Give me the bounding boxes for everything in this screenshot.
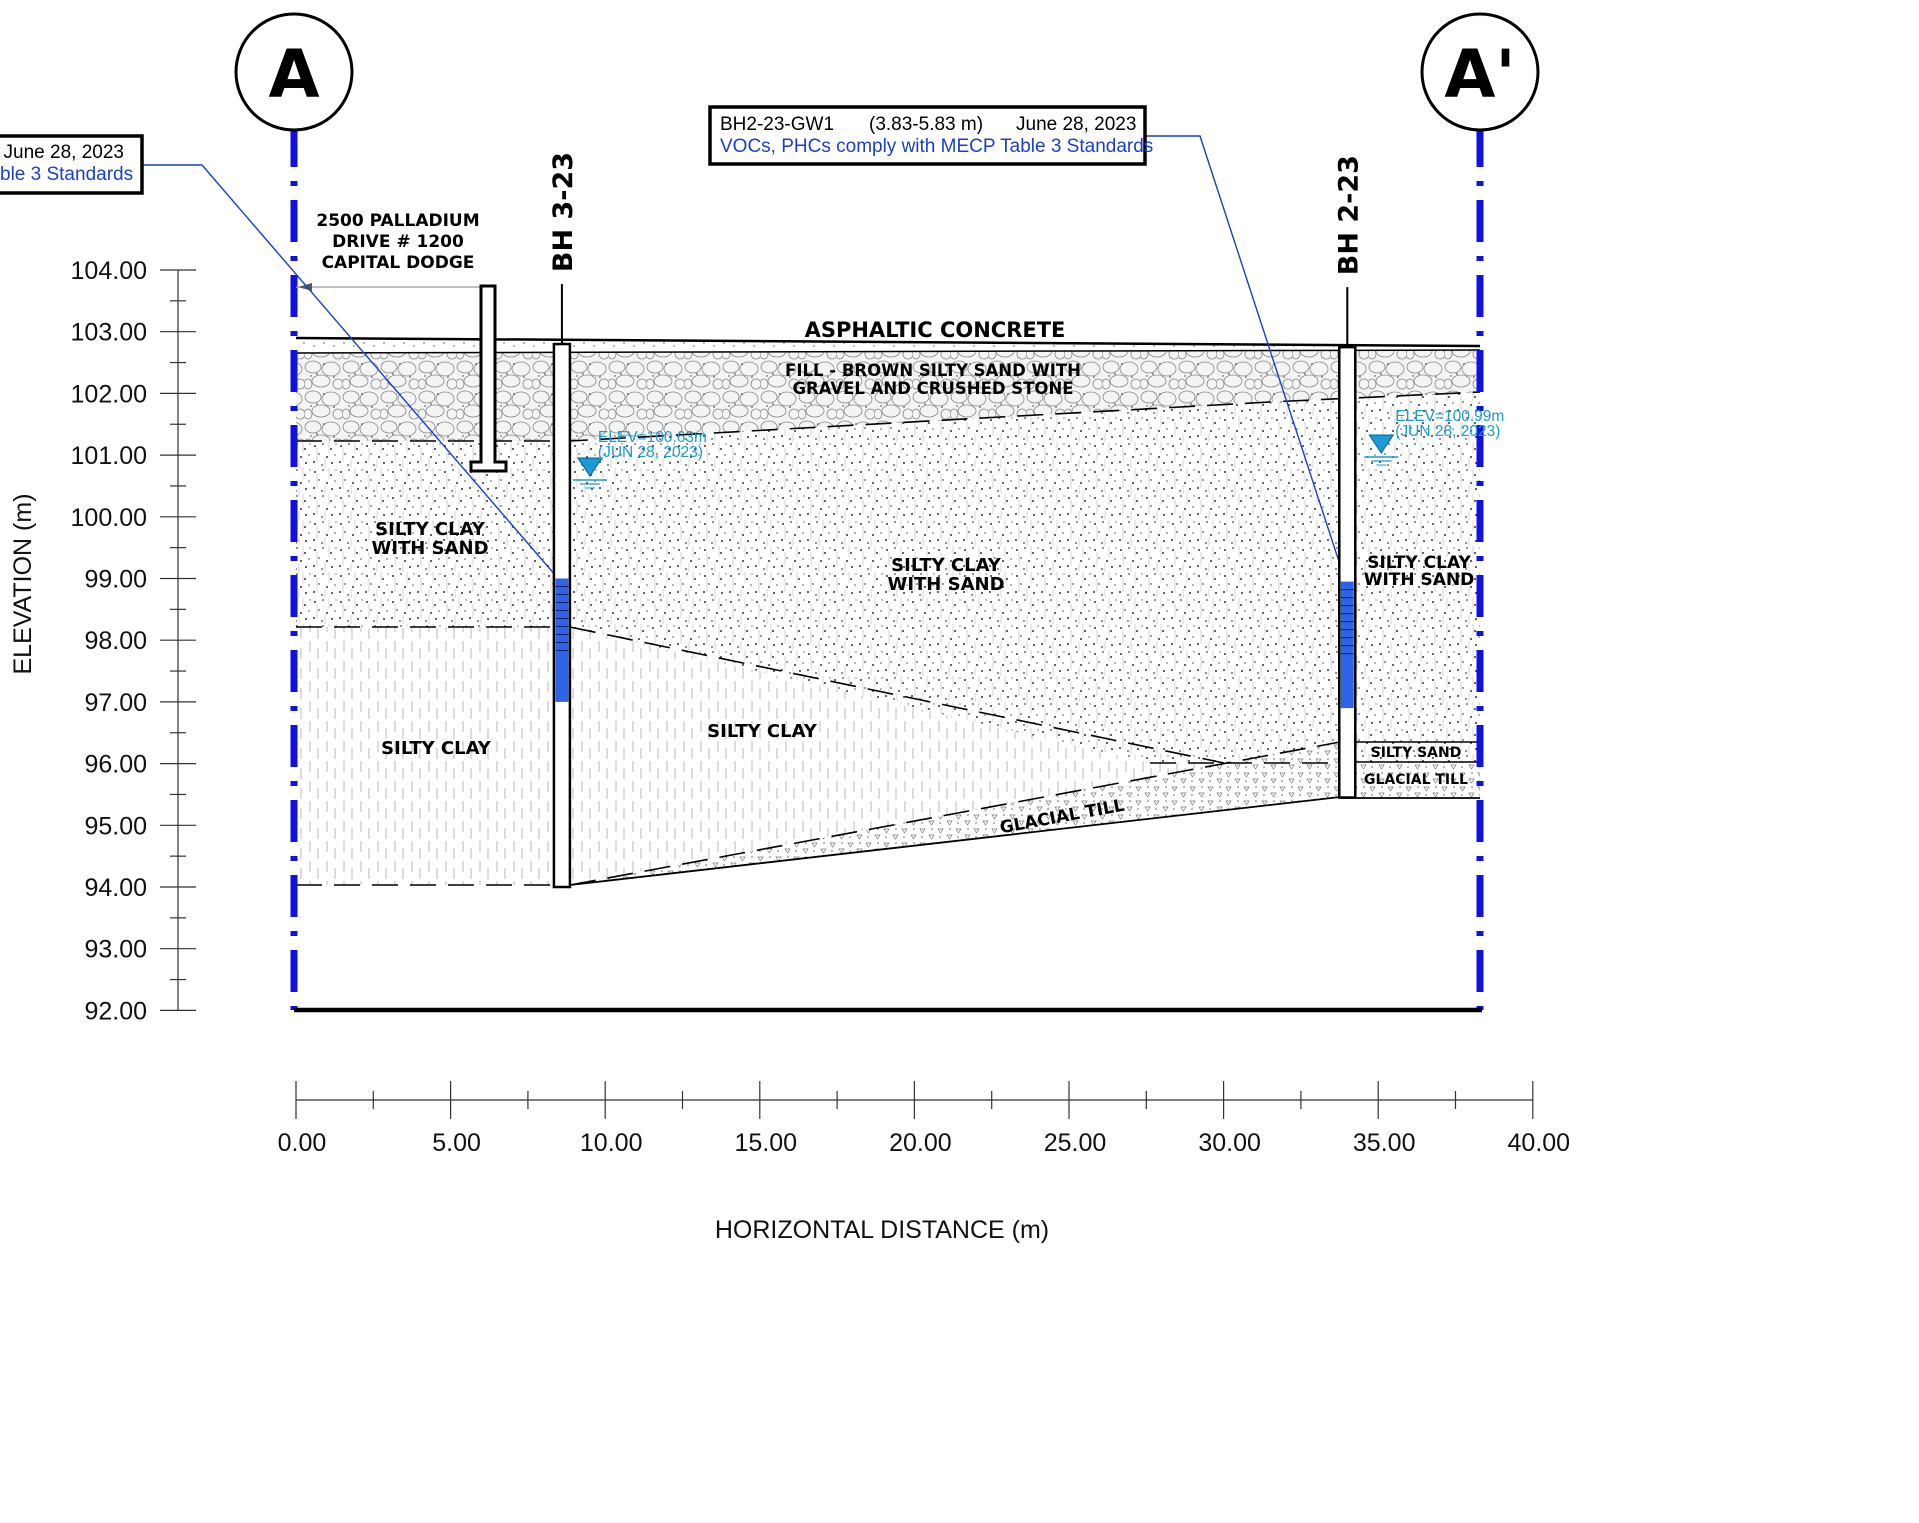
layer-fill xyxy=(296,348,1480,441)
callout-right-result: VOCs, PHCs comply with MECP Table 3 Stan… xyxy=(720,136,1153,157)
label-fill-line2: GRAVEL AND CRUSHED STONE xyxy=(792,379,1073,398)
callout-right-sample: BH2-23-GW1 xyxy=(720,114,834,135)
callout-left-result: ble 3 Standards xyxy=(0,164,133,185)
well-screen xyxy=(555,578,569,702)
label-silty-clay-with-sand-b-1: SILTY CLAY xyxy=(891,555,1002,576)
section-marker-a: A xyxy=(234,12,354,132)
label-silty-clay-with-sand-a-2: WITH SAND xyxy=(371,538,488,559)
y-tick-label: 104.00 xyxy=(71,257,147,285)
layer-glacial-till-right xyxy=(1340,762,1480,798)
layer-boundaries xyxy=(295,336,1481,886)
y-axis: 104.00 103.00 102.00 101.00 100.00 99.00 98.00… xyxy=(71,257,196,1025)
y-tick-label: 101.00 xyxy=(71,442,147,470)
leader-line-left xyxy=(143,164,557,577)
y-tick-label: 93.00 xyxy=(84,936,147,964)
y-tick-label: 102.00 xyxy=(71,380,147,408)
y-axis-label: ELEVATION (m) xyxy=(9,493,37,674)
y-tick-label: 96.00 xyxy=(84,751,147,779)
x-tick-label: 40.00 xyxy=(1508,1129,1571,1157)
callout-left: June 28, 2023 ble 3 Standards xyxy=(0,134,144,195)
label-silty-clay-with-sand-c-2: WITH SAND xyxy=(1364,570,1475,590)
well-screen xyxy=(1340,581,1354,709)
y-tick-label: 103.00 xyxy=(71,319,147,347)
label-silty-clay-with-sand-b-2: WITH SAND xyxy=(887,574,1004,595)
water-level-icon xyxy=(1368,434,1395,454)
layer-silty-sand-right xyxy=(1340,742,1480,762)
water-level-icon xyxy=(576,457,603,477)
callout-left-date: June 28, 2023 xyxy=(4,142,124,163)
marker-a-label: A xyxy=(268,36,319,113)
x-tick-label: 5.00 xyxy=(432,1129,481,1157)
callout-right-date: June 28, 2023 xyxy=(1016,114,1136,135)
building-label-line1: 2500 PALLADIUM xyxy=(316,211,479,231)
water-level-date: (JUN 28, 2023) xyxy=(1395,423,1500,440)
x-axis-label: HORIZONTAL DISTANCE (m) xyxy=(715,1216,1049,1244)
x-tick-label: 30.00 xyxy=(1198,1129,1261,1157)
label-fill-line1: FILL - BROWN SILTY SAND WITH xyxy=(785,361,1081,380)
water-level-date: (JUN 28, 2023) xyxy=(598,444,703,461)
label-glacial-till-b: GLACIAL TILL xyxy=(1364,772,1468,788)
x-tick-label: 15.00 xyxy=(735,1129,798,1157)
borehole-label: BH 2-23 xyxy=(1333,155,1364,275)
x-tick-label: 0.00 xyxy=(278,1129,327,1157)
y-tick-label: 100.00 xyxy=(71,504,147,532)
x-tick-label: 20.00 xyxy=(889,1129,952,1157)
water-level-elev: ELEV=100.99m xyxy=(1395,408,1504,425)
y-tick-label: 99.00 xyxy=(84,566,147,594)
label-silty-clay-with-sand-a-1: SILTY CLAY xyxy=(375,519,486,540)
label-silty-clay-a: SILTY CLAY xyxy=(381,738,492,759)
borehole-label: BH 3-23 xyxy=(548,152,579,272)
building-label-line2: DRIVE # 1200 xyxy=(332,232,464,252)
y-tick-label: 94.00 xyxy=(84,874,147,902)
y-tick-label: 98.00 xyxy=(84,627,147,655)
borehole-casing xyxy=(1338,345,1357,799)
x-axis: 0.00 5.00 10.00 15.00 20.00 25.00 30.00 35.00 40… xyxy=(278,1081,1570,1157)
x-tick-label: 10.00 xyxy=(580,1129,643,1157)
x-tick-label: 25.00 xyxy=(1044,1129,1107,1157)
y-tick-label: 92.00 xyxy=(84,997,147,1025)
label-silty-clay-with-sand-c-1: SILTY CLAY xyxy=(1367,553,1471,573)
section-marker-a-prime: A' xyxy=(1420,12,1540,132)
layer-silty-clay-with-sand xyxy=(296,392,1480,763)
marker-a-prime-label: A' xyxy=(1444,36,1515,113)
y-tick-label: 95.00 xyxy=(84,812,147,840)
layer-silty-clay xyxy=(296,627,1224,885)
callout-right-depth: (3.83-5.83 m) xyxy=(869,114,983,135)
label-asphaltic-concrete: ASPHALTIC CONCRETE xyxy=(805,318,1066,342)
y-tick-label: 97.00 xyxy=(84,689,147,717)
callout-right: BH2-23-GW1 (3.83-5.83 m) June 28, 2023 V… xyxy=(708,105,1153,166)
x-tick-label: 35.00 xyxy=(1353,1129,1416,1157)
label-silty-clay-b: SILTY CLAY xyxy=(707,721,818,742)
building-foundation: 2500 PALLADIUM DRIVE # 1200 CAPITAL DODG… xyxy=(296,211,508,473)
water-level-elev: ELEV=100.63m xyxy=(598,429,707,446)
building-label-line3: CAPITAL DODGE xyxy=(322,253,475,273)
layer-asphalt xyxy=(296,338,1480,353)
label-silty-sand: SILTY SAND xyxy=(1371,745,1462,761)
leader-line-right xyxy=(1145,135,1346,581)
